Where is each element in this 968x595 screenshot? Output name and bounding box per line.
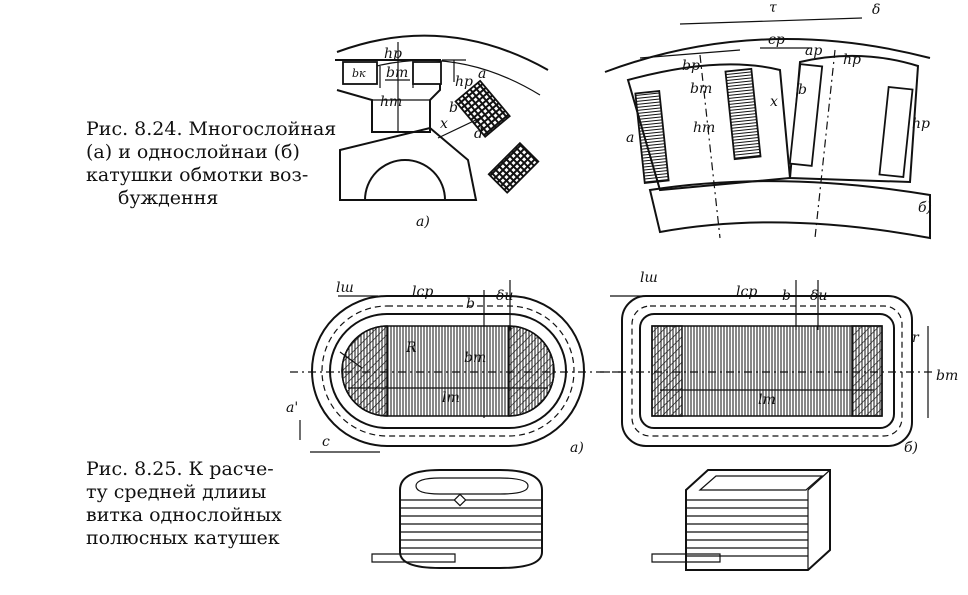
caption-line: полюсных катушек (86, 527, 280, 549)
label-b-b2: b (782, 288, 791, 304)
label-r: r (912, 330, 920, 346)
label-hm-b: hm (693, 120, 715, 136)
label-x-b: x (770, 94, 778, 110)
label-bm: bm (386, 65, 408, 81)
label-b-b: b (798, 82, 807, 98)
label-cp: cp (768, 32, 785, 48)
subfigure-a2-label: а) (570, 440, 584, 456)
label-lm: lm (442, 390, 460, 406)
label-delta-u-b2: δu (810, 288, 827, 304)
figure-8-25b: lш lср b δu r bm lm б) (600, 270, 958, 456)
label-bk: bк (352, 67, 366, 80)
label-bm-b2: bm (936, 368, 958, 384)
label-R: R (405, 340, 417, 356)
caption-line: ту средней длииы (86, 481, 267, 503)
figure-8-25-caption: Рис. 8.25. К расче- ту средней длииы вит… (86, 458, 282, 550)
label-hp-b: hp (843, 52, 861, 68)
caption-line: витка однослойных (86, 504, 282, 526)
label-tau: τ (769, 0, 777, 16)
coil-sketch-rectangular (651, 469, 831, 571)
label-x: x (440, 116, 448, 132)
caption-line: Рис. 8.25. К расче- (86, 458, 274, 480)
figure-8-24-caption: Рис. 8.24. Многослойная (а) и однослойна… (86, 118, 337, 210)
label-lcp-b2: lср (736, 284, 757, 300)
label-lsh: lш (336, 280, 354, 296)
label-hp-side: hp (455, 74, 473, 90)
subfigure-a-label: а) (416, 214, 430, 230)
caption-line: (а) и однослойнаи (б) (86, 141, 300, 163)
figure-8-25a: lш lср b δu R bm lm a' c а) (286, 280, 620, 456)
subfigure-b2-label: б) (904, 440, 918, 456)
label-delta: δ (872, 2, 880, 18)
label-a: a (478, 66, 486, 82)
label-bm-a2: bm (464, 350, 486, 366)
label-hp: hp (384, 46, 402, 62)
label-a-prime: a' (286, 400, 298, 416)
caption-line: буждення (118, 187, 219, 209)
label-bp: bp (682, 58, 700, 74)
label-c: c (322, 434, 330, 450)
coil-sketch-round (371, 469, 543, 569)
label-lcp: lср (412, 284, 433, 300)
label-lm-b2: lm (758, 392, 776, 408)
label-b-a2: b (466, 296, 475, 312)
caption-line: Рис. 8.24. Многослойная (86, 118, 337, 140)
label-hm: hm (380, 94, 402, 110)
label-bm-b: bm (690, 81, 712, 97)
label-d: d (474, 126, 483, 142)
figure-8-24a: hp bк bm hm hp a b x d а) (335, 34, 549, 230)
label-delta-u: δu (496, 288, 513, 304)
label-lsh-b2: lш (640, 270, 658, 286)
label-ap: ap (805, 43, 822, 59)
label-a-b: a (626, 130, 634, 146)
label-b: b (449, 100, 458, 116)
caption-line: катушки обмотки воз- (86, 164, 309, 186)
subfigure-b-label: б) (918, 200, 932, 216)
label-hp-b2: hp (912, 116, 930, 132)
figure-8-24b: τ δ cp ap bp bm hm hp hp b x a б) (604, 0, 932, 240)
